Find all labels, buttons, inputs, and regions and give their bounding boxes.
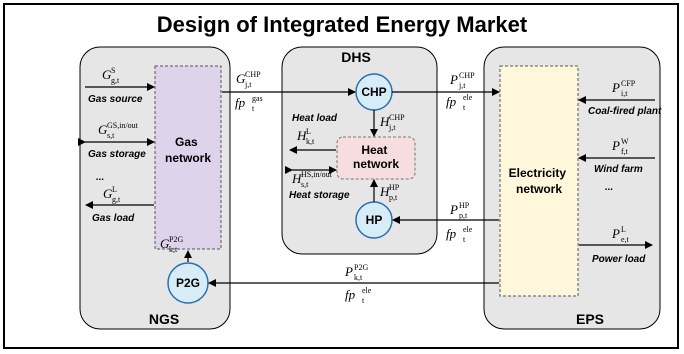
symbol-subscript: k,t — [169, 245, 178, 254]
symbol-superscript: W — [621, 137, 629, 146]
symbol-base: G — [102, 67, 112, 82]
heat-network-label: Heat network — [353, 143, 399, 171]
symbol-subscript: j,t — [458, 81, 466, 90]
coal-plant-label: Coal-fired plant — [588, 106, 662, 117]
electricity-network-box — [499, 65, 579, 297]
dhs-region-label: DHS — [341, 49, 371, 65]
symbol-superscript: ele — [463, 93, 473, 102]
symbol-subscript: g,t — [112, 195, 121, 204]
gas-network-label: Gas network — [165, 135, 211, 165]
ngs-region-label: NGS — [149, 311, 179, 327]
chp-label: CHP — [361, 85, 386, 99]
symbol-subscript: i,t — [621, 89, 628, 98]
symbol-superscript: HP — [389, 183, 400, 192]
symbol-base: H — [291, 171, 302, 186]
power-load-label: Power load — [592, 254, 646, 265]
symbol-superscript: L — [112, 185, 117, 194]
symbol-superscript: HP — [459, 201, 470, 210]
symbol-superscript: ele — [362, 286, 372, 295]
symbol-subscript: s,t — [107, 131, 115, 140]
eps-ellipsis: ... — [605, 182, 613, 193]
symbol-base: H — [296, 128, 307, 143]
symbol-superscript: CHP — [459, 71, 475, 80]
symbol-superscript: gas — [252, 94, 263, 103]
symbol-base: P — [449, 202, 458, 217]
symbol-base: P — [611, 138, 620, 153]
symbol-superscript: S — [111, 66, 115, 75]
symbol-subscript: t — [252, 104, 255, 113]
gas-load-label: Gas load — [92, 213, 135, 224]
symbol-subscript: p,t — [459, 211, 468, 220]
symbol-subscript: t — [362, 296, 365, 305]
diagram-title: Design of Integrated Energy Market — [156, 12, 528, 37]
symbol-base: G — [236, 71, 246, 86]
symbol-subscript: s,t — [301, 180, 309, 189]
symbol-subscript: k,t — [306, 137, 315, 146]
symbol-superscript: CHP — [389, 113, 405, 122]
symbol-base: P — [611, 226, 620, 241]
eps-region-label: EPS — [576, 311, 604, 327]
symbol-subscript: j,t — [244, 80, 252, 89]
wind-farm-label: Wind farm — [594, 164, 643, 175]
gas-source-label: Gas source — [88, 94, 143, 105]
symbol-subscript: p,t — [389, 193, 398, 202]
symbol-base: H — [379, 184, 390, 199]
symbol-base: G — [103, 186, 113, 201]
symbol-subscript: f,t — [621, 147, 629, 156]
symbol-superscript: L — [306, 127, 311, 136]
symbol-superscript: L — [621, 225, 626, 234]
symbol-base: G — [160, 236, 170, 251]
symbol-subscript: g,t — [111, 76, 120, 85]
gas-network-box — [154, 65, 222, 250]
gas-storage-label: Gas storage — [88, 149, 146, 160]
symbol-subscript: t — [463, 103, 466, 112]
heat-load-label: Heat load — [292, 113, 338, 124]
symbol-subscript: k,t — [354, 273, 363, 282]
symbol-base: P — [449, 72, 458, 87]
symbol-base: fp — [446, 94, 457, 109]
symbol-base: P — [611, 80, 620, 95]
symbol-superscript: GS,in/out — [107, 121, 139, 130]
hp-label: HP — [366, 213, 383, 227]
symbol-base: fp — [446, 226, 457, 241]
symbol-superscript: HS,in/out — [301, 170, 333, 179]
symbol-base: H — [379, 114, 390, 129]
symbol-superscript: CFP — [621, 79, 636, 88]
symbol-subscript: j,t — [388, 123, 396, 132]
symbol-subscript: t — [463, 235, 466, 244]
symbol-base: fp — [345, 287, 356, 302]
electricity-network-label: Electricity network — [509, 166, 570, 196]
p2g-label: P2G — [176, 276, 200, 290]
gas-ellipsis: ... — [96, 172, 104, 183]
symbol-superscript: ele — [463, 225, 473, 234]
symbol-base: fp — [235, 95, 246, 110]
symbol-superscript: P2G — [354, 263, 368, 272]
symbol-superscript: P2G — [169, 235, 183, 244]
symbol-base: P — [344, 264, 353, 279]
symbol-superscript: CHP — [245, 70, 261, 79]
symbol-base: G — [98, 122, 108, 137]
heat-storage-label: Heat storage — [289, 190, 350, 201]
symbol-subscript: e,t — [621, 235, 630, 244]
